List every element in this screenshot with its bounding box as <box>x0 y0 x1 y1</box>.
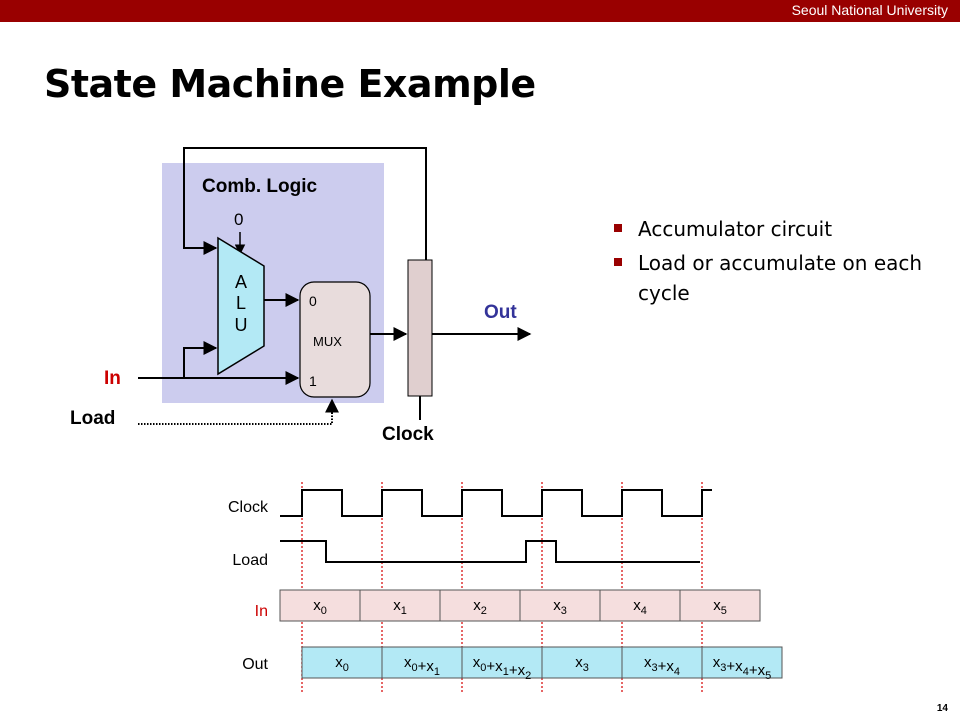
out-cell-box <box>621 646 703 679</box>
in-cell-box <box>519 589 601 622</box>
header-bar: Seoul National University <box>0 0 960 22</box>
bullet-text: Accumulator circuit <box>638 217 833 241</box>
university-name: Seoul National University <box>791 2 948 18</box>
in-cell-box <box>599 589 681 622</box>
mux-block <box>299 281 371 398</box>
out-cell: x0 <box>301 646 383 679</box>
load-label: Load <box>70 408 115 429</box>
in-cell-label: x1 <box>393 597 407 617</box>
out-cells: x0 x0+x1 x0+x1+x2 x3 x3+x4 x3+x4+x5 <box>301 646 783 682</box>
out-cell: x0+x1 <box>381 646 463 679</box>
bullet-text: Load or accumulate on each cycle <box>638 251 923 305</box>
out-cell-box <box>381 646 463 679</box>
in-to-alu-wire <box>183 341 218 378</box>
feedback-wire <box>183 147 427 260</box>
in-cell: x3 <box>519 589 601 622</box>
mux-input-1-label: 1 <box>309 373 317 389</box>
in-cell-label: x0 <box>313 597 327 617</box>
in-cell-box <box>439 589 521 622</box>
load-waveform <box>280 540 700 563</box>
in-cell-label: x2 <box>473 597 487 617</box>
in-cell: x1 <box>359 589 441 622</box>
timing-row-label-out: Out <box>242 656 268 673</box>
bullet-item: Load or accumulate on each cycle <box>612 248 932 308</box>
out-cell-label: x0 <box>335 654 349 674</box>
out-label: Out <box>484 302 517 323</box>
out-cell-box <box>301 646 383 679</box>
alu-letter: A <box>235 272 247 292</box>
bullet-square-icon <box>614 224 622 232</box>
timing-row-label-load: Load <box>232 552 268 569</box>
timing-row-label-in: In <box>255 603 268 620</box>
in-cell-box <box>359 589 441 622</box>
out-cell: x3 <box>541 646 623 679</box>
out-cell-label: x0+x1+x2 <box>473 654 531 682</box>
in-cell: x5 <box>679 589 761 622</box>
in-cell-label: x5 <box>713 597 727 617</box>
in-cells: x0 x1 x2 x3 x4 x5 <box>279 589 761 622</box>
mux-input-0-label: 0 <box>309 293 317 309</box>
alu-constant-label: 0 <box>234 210 243 229</box>
out-cell-label: x3+x4 <box>644 654 680 678</box>
out-cell-box <box>701 646 783 679</box>
in-cell-label: x3 <box>553 597 567 617</box>
register-block <box>407 259 433 397</box>
bullet-list: Accumulator circuit Load or accumulate o… <box>612 214 932 312</box>
load-select-wire <box>138 398 339 425</box>
out-cell: x3+x4+x5 <box>701 646 783 682</box>
clock-label: Clock <box>382 424 434 445</box>
clock-edge-markers <box>301 482 703 692</box>
in-cell: x0 <box>279 589 361 622</box>
page-number: 14 <box>936 703 948 714</box>
alu-block <box>217 236 265 376</box>
bullet-item: Accumulator circuit <box>612 214 932 244</box>
clock-waveform <box>280 489 712 517</box>
bullet-square-icon <box>614 258 622 266</box>
out-cell-box <box>461 646 543 679</box>
out-cell-label: x3 <box>575 654 589 674</box>
out-cell-label: x0+x1 <box>404 654 440 678</box>
in-cell-box <box>279 589 361 622</box>
out-cell-box <box>541 646 623 679</box>
out-cell-label: x3+x4+x5 <box>713 654 771 682</box>
out-cell: x0+x1+x2 <box>461 646 543 682</box>
in-cell-label: x4 <box>633 597 647 617</box>
alu-letter: U <box>235 315 248 335</box>
out-cell: x3+x4 <box>621 646 703 679</box>
in-label: In <box>104 368 121 389</box>
comb-logic-label: Comb. Logic <box>202 176 317 197</box>
circuit-diagram: Comb. Logic 0 A L U 0 MUX 1 Out In Load <box>70 147 532 445</box>
in-cell: x2 <box>439 589 521 622</box>
in-cell: x4 <box>599 589 681 622</box>
mux-label: MUX <box>313 334 342 349</box>
in-cell-box <box>679 589 761 622</box>
alu-letter: L <box>236 293 246 313</box>
timing-row-label-clock: Clock <box>228 499 269 516</box>
slide-title: State Machine Example <box>44 62 536 106</box>
